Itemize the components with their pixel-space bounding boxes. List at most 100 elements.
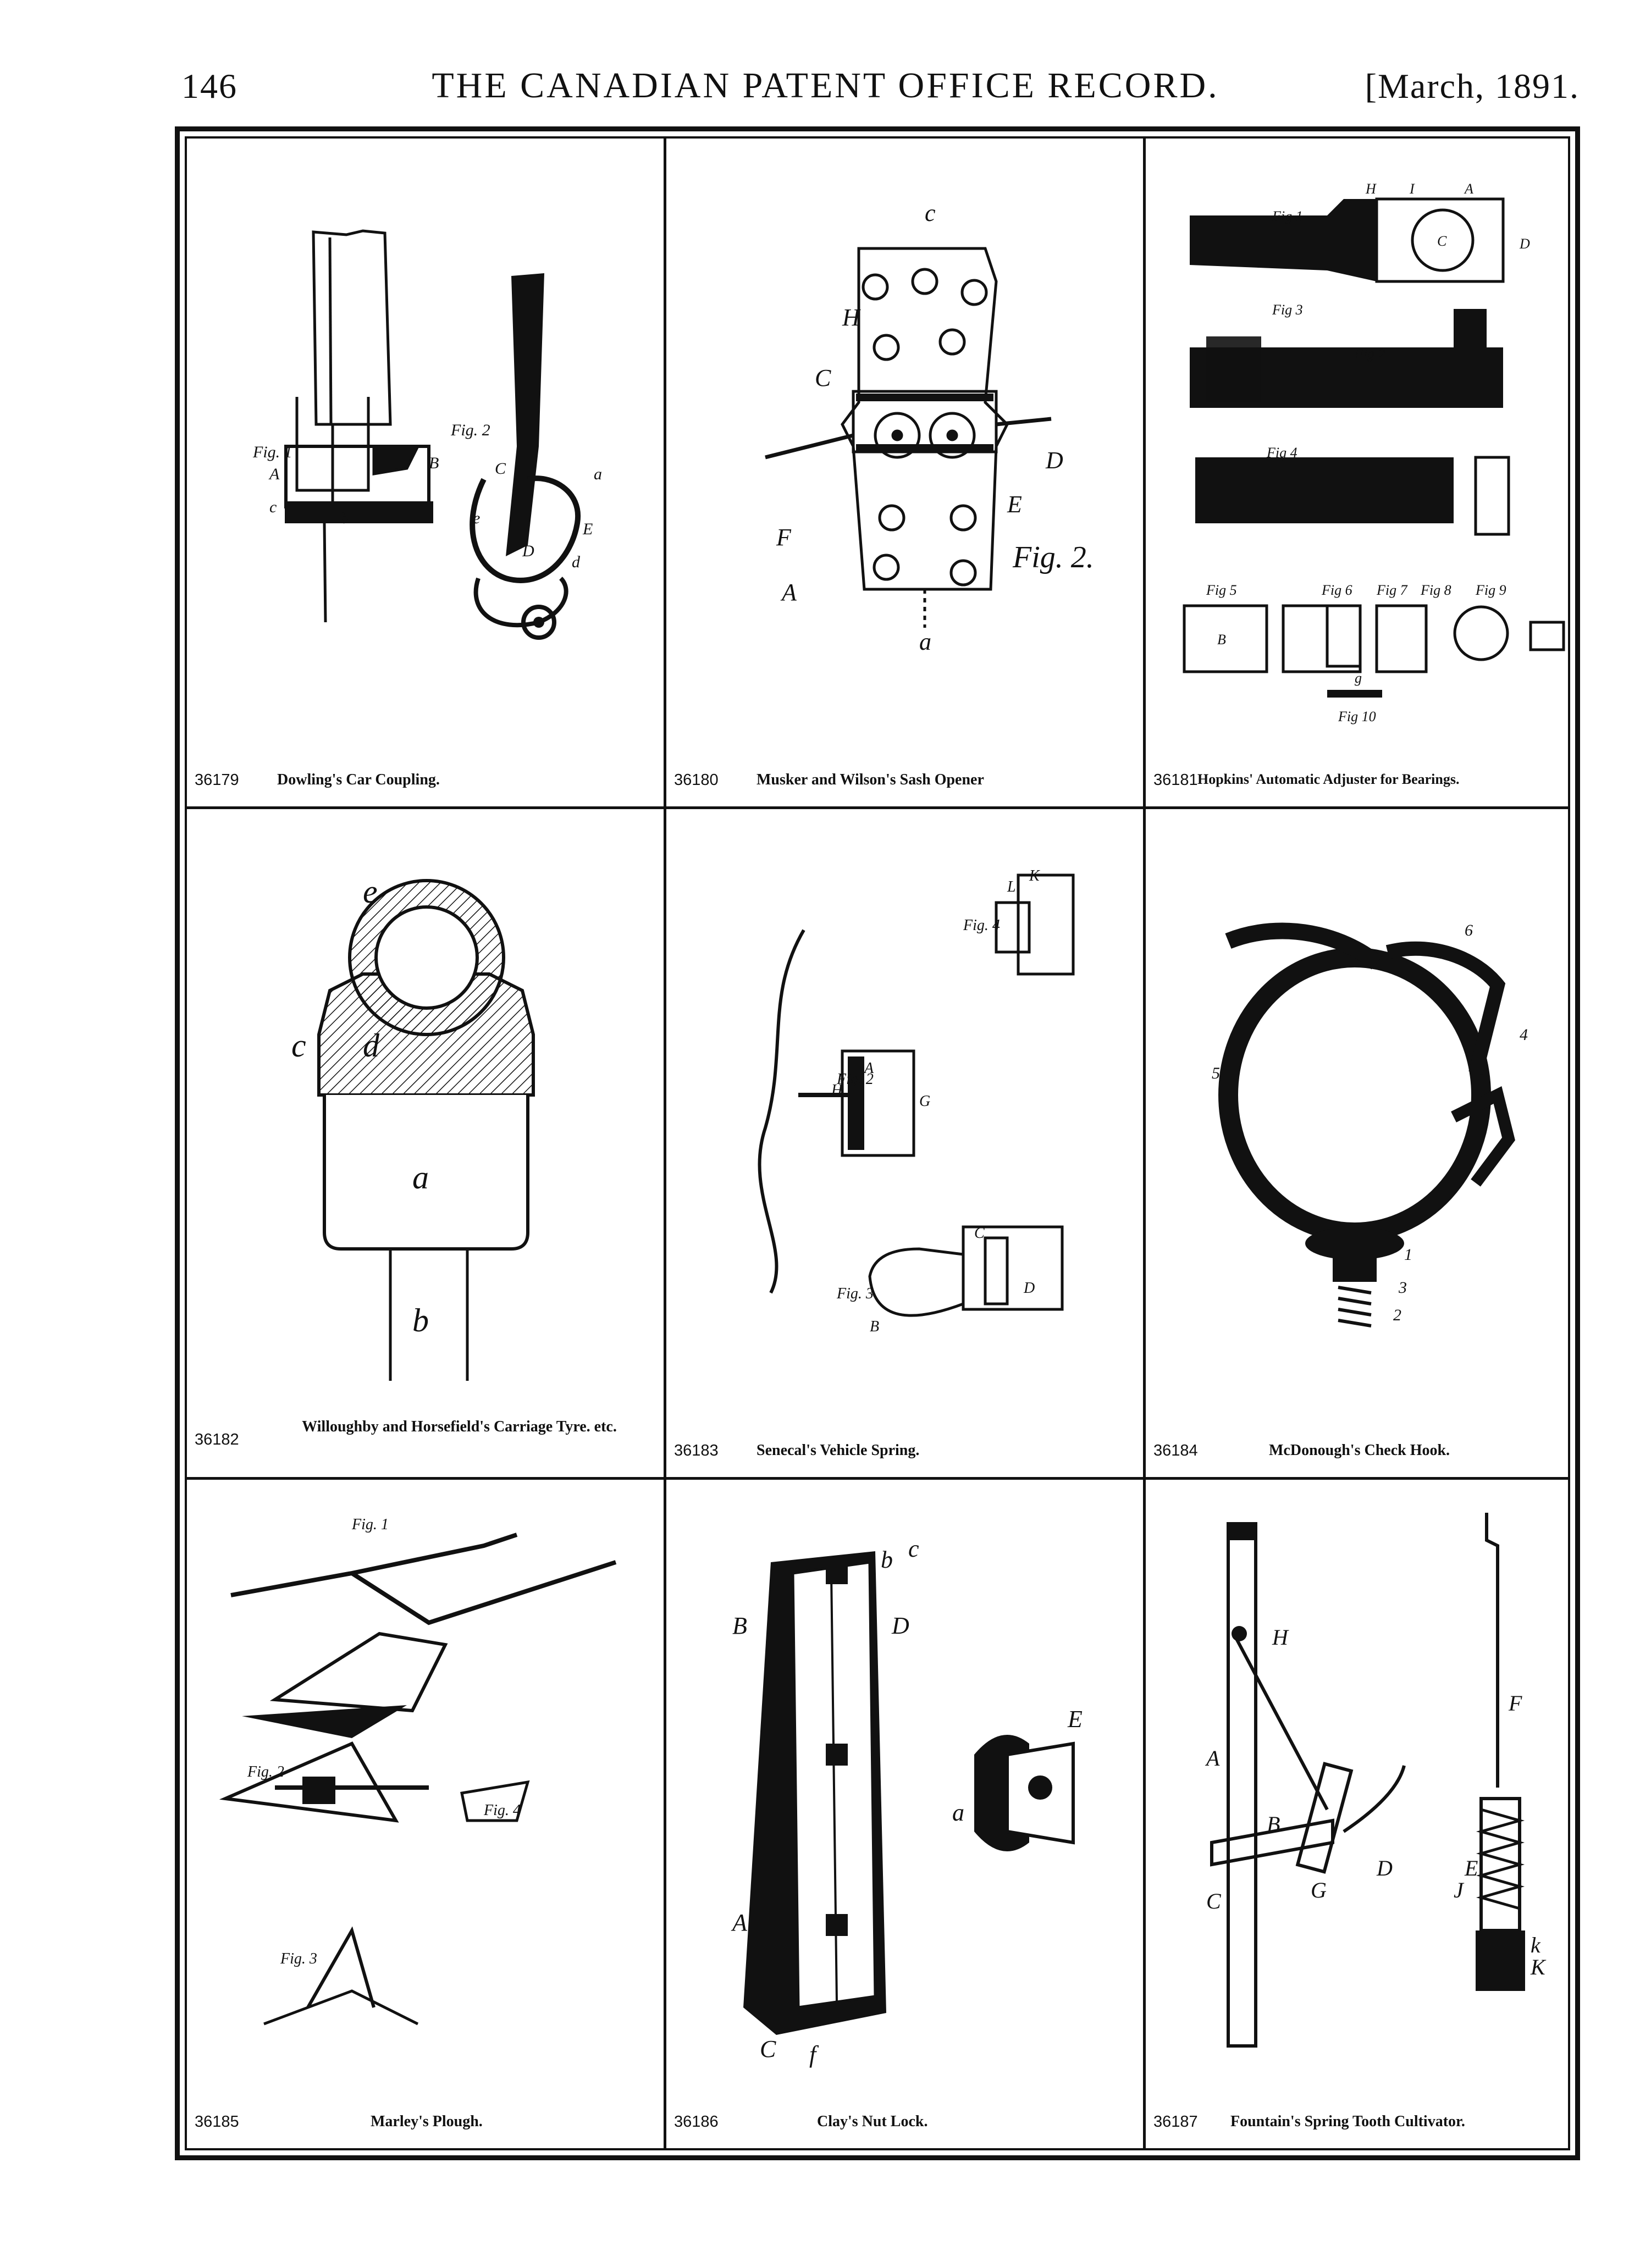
label-C: C: [1206, 1889, 1222, 1913]
label-e: e: [473, 509, 480, 527]
label-c: c: [269, 498, 277, 516]
label-B: B: [870, 1318, 879, 1335]
label-H: H: [842, 304, 861, 331]
label-J: J: [1454, 1878, 1465, 1902]
label-B: B: [1267, 1812, 1280, 1836]
patent-caption: 36185 Marley's Plough.: [195, 2102, 658, 2140]
label-fig-1: Fig. 1: [351, 1516, 389, 1533]
label-f: f: [809, 2041, 819, 2068]
patent-caption: 36182 Willoughby and Horsefield's Carria…: [195, 1414, 658, 1469]
label-fig-6: Fig 6: [1321, 582, 1352, 598]
label-F: F: [1508, 1691, 1522, 1716]
label-fig-1: Fig 1: [1272, 208, 1303, 224]
label-k: k: [1531, 1933, 1541, 1957]
patent-title: McDonough's Check Hook.: [1269, 1442, 1450, 1459]
label-G: G: [919, 1093, 930, 1110]
label-fig-8: Fig 8: [1420, 582, 1451, 598]
label-e: e: [363, 873, 378, 910]
label-b: b: [412, 1302, 429, 1338]
label-A: A: [1205, 1746, 1220, 1771]
patent-number: 36187: [1153, 2113, 1198, 2131]
patent-caption: 36183 Senecal's Vehicle Spring.: [674, 1431, 1138, 1469]
patent-number: 36182: [195, 1431, 239, 1448]
label-4: 4: [1520, 1026, 1528, 1044]
label-3: 3: [1398, 1279, 1407, 1297]
patent-number: 36185: [195, 2113, 239, 2131]
patent-title: Dowling's Car Coupling.: [277, 771, 440, 788]
label-fig-2: Fig. 2: [450, 421, 490, 439]
label-B: B: [1217, 632, 1226, 648]
label-fig-10: Fig 10: [1338, 709, 1376, 724]
check-hook-drawing: 1 2 3 4 5 6: [1212, 921, 1528, 1327]
patent-caption: 36184 McDonough's Check Hook.: [1153, 1431, 1562, 1469]
patent-title: Senecal's Vehicle Spring.: [757, 1442, 920, 1459]
label-A: A: [731, 1909, 748, 1936]
patent-caption: 36186 Clay's Nut Lock.: [674, 2102, 1138, 2140]
patent-cell-36182: a b c d e 36182 Willoughby and Horsefiel…: [187, 809, 666, 1480]
patent-caption: 36179 Dowling's Car Coupling.: [195, 760, 658, 799]
label-a: a: [919, 628, 931, 655]
label-d: d: [572, 553, 581, 571]
patent-number: 36184: [1153, 1442, 1198, 1459]
page-number: 146: [181, 67, 238, 106]
label-a: a: [412, 1159, 429, 1196]
label-C: C: [1437, 233, 1447, 249]
nut-lock-drawing: A B C D E a b c f: [731, 1535, 1083, 2068]
page-header: 146 THE CANADIAN PATENT OFFICE RECORD. […: [0, 0, 1651, 126]
patent-title: Marley's Plough.: [371, 2113, 483, 2130]
label-fig-5: Fig 5: [1206, 582, 1237, 598]
cultivator-drawing: A B C D E F G H J K k: [1205, 1513, 1547, 2048]
vehicle-spring-drawing: Fig. 2 Fig. 3 Fig. 4 A B C D G H K L: [758, 867, 1075, 1335]
label-D: D: [522, 542, 534, 560]
patent-cell-36185: Fig. 1 Fig. 2 Fig. 3 Fig. 4 36185 Marley…: [187, 1480, 666, 2148]
label-F: F: [776, 524, 792, 551]
label-fig-3: Fig. 3: [836, 1285, 874, 1302]
patent-number: 36179: [195, 771, 239, 789]
patent-caption: 36187 Fountain's Spring Tooth Cultivator…: [1153, 2102, 1562, 2140]
label-B: B: [429, 454, 439, 472]
label-A: A: [780, 579, 797, 606]
label-A: A: [268, 465, 280, 483]
label-E: E: [582, 520, 593, 538]
label-C: C: [495, 460, 506, 478]
label-D: D: [1045, 447, 1063, 474]
label-D: D: [891, 1612, 909, 1639]
label-fig-2: Fig. 2.: [1012, 540, 1094, 574]
label-E: E: [1067, 1706, 1083, 1733]
label-fig-4: Fig 4: [1266, 445, 1297, 461]
label-K: K: [1029, 867, 1040, 884]
patent-number: 36186: [674, 2113, 719, 2131]
patent-number: 36183: [674, 1442, 719, 1459]
label-c: c: [908, 1535, 919, 1562]
patent-title: Clay's Nut Lock.: [817, 2113, 928, 2130]
label-fig-3: Fig. 3: [280, 1950, 317, 1967]
car-coupling-drawing: Fig. 1 Fig. 2 A B C D E a b c d e: [252, 229, 602, 640]
label-c: c: [925, 200, 936, 226]
label-fig-4: Fig. 4: [483, 1802, 521, 1819]
label-A: A: [1464, 181, 1473, 197]
label-1: 1: [1404, 1246, 1412, 1264]
label-d: d: [363, 1027, 380, 1064]
label-K: K: [1530, 1955, 1547, 1979]
label-C: C: [815, 364, 831, 391]
label-L: L: [1007, 878, 1016, 895]
bearing-adjuster-drawing: Fig 1 Fig 2 Fig 3 Fig 4 Fig 5 Fig 6 Fig …: [1183, 181, 1565, 724]
label-b: b: [341, 509, 349, 527]
page-frame-outer: [175, 126, 1580, 2160]
sash-opener-drawing: Fig. 2. C H D F A a c E: [765, 200, 1094, 655]
page-frame-inner: [185, 136, 1570, 2150]
label-fig-2: Fig. 2: [247, 1763, 284, 1780]
label-fig-7: Fig 7: [1376, 582, 1408, 598]
label-H: H: [831, 1082, 843, 1099]
journal-title: THE CANADIAN PATENT OFFICE RECORD.: [432, 65, 1219, 106]
label-a: a: [952, 1799, 964, 1826]
label-fig-3: Fig 3: [1272, 302, 1303, 318]
label-fig-9: Fig 9: [1475, 582, 1506, 598]
label-E: E: [1007, 491, 1022, 518]
carriage-tyre-drawing: a b c d e: [291, 873, 535, 1381]
patent-title: Hopkins' Automatic Adjuster for Bearings…: [1197, 771, 1460, 787]
patent-cell-36180: Fig. 2. C H D F A a c E 36180 Musker and…: [666, 139, 1146, 809]
label-D: D: [1519, 236, 1530, 252]
label-I: I: [1409, 181, 1415, 197]
issue-date: [March, 1891.: [1365, 67, 1580, 106]
